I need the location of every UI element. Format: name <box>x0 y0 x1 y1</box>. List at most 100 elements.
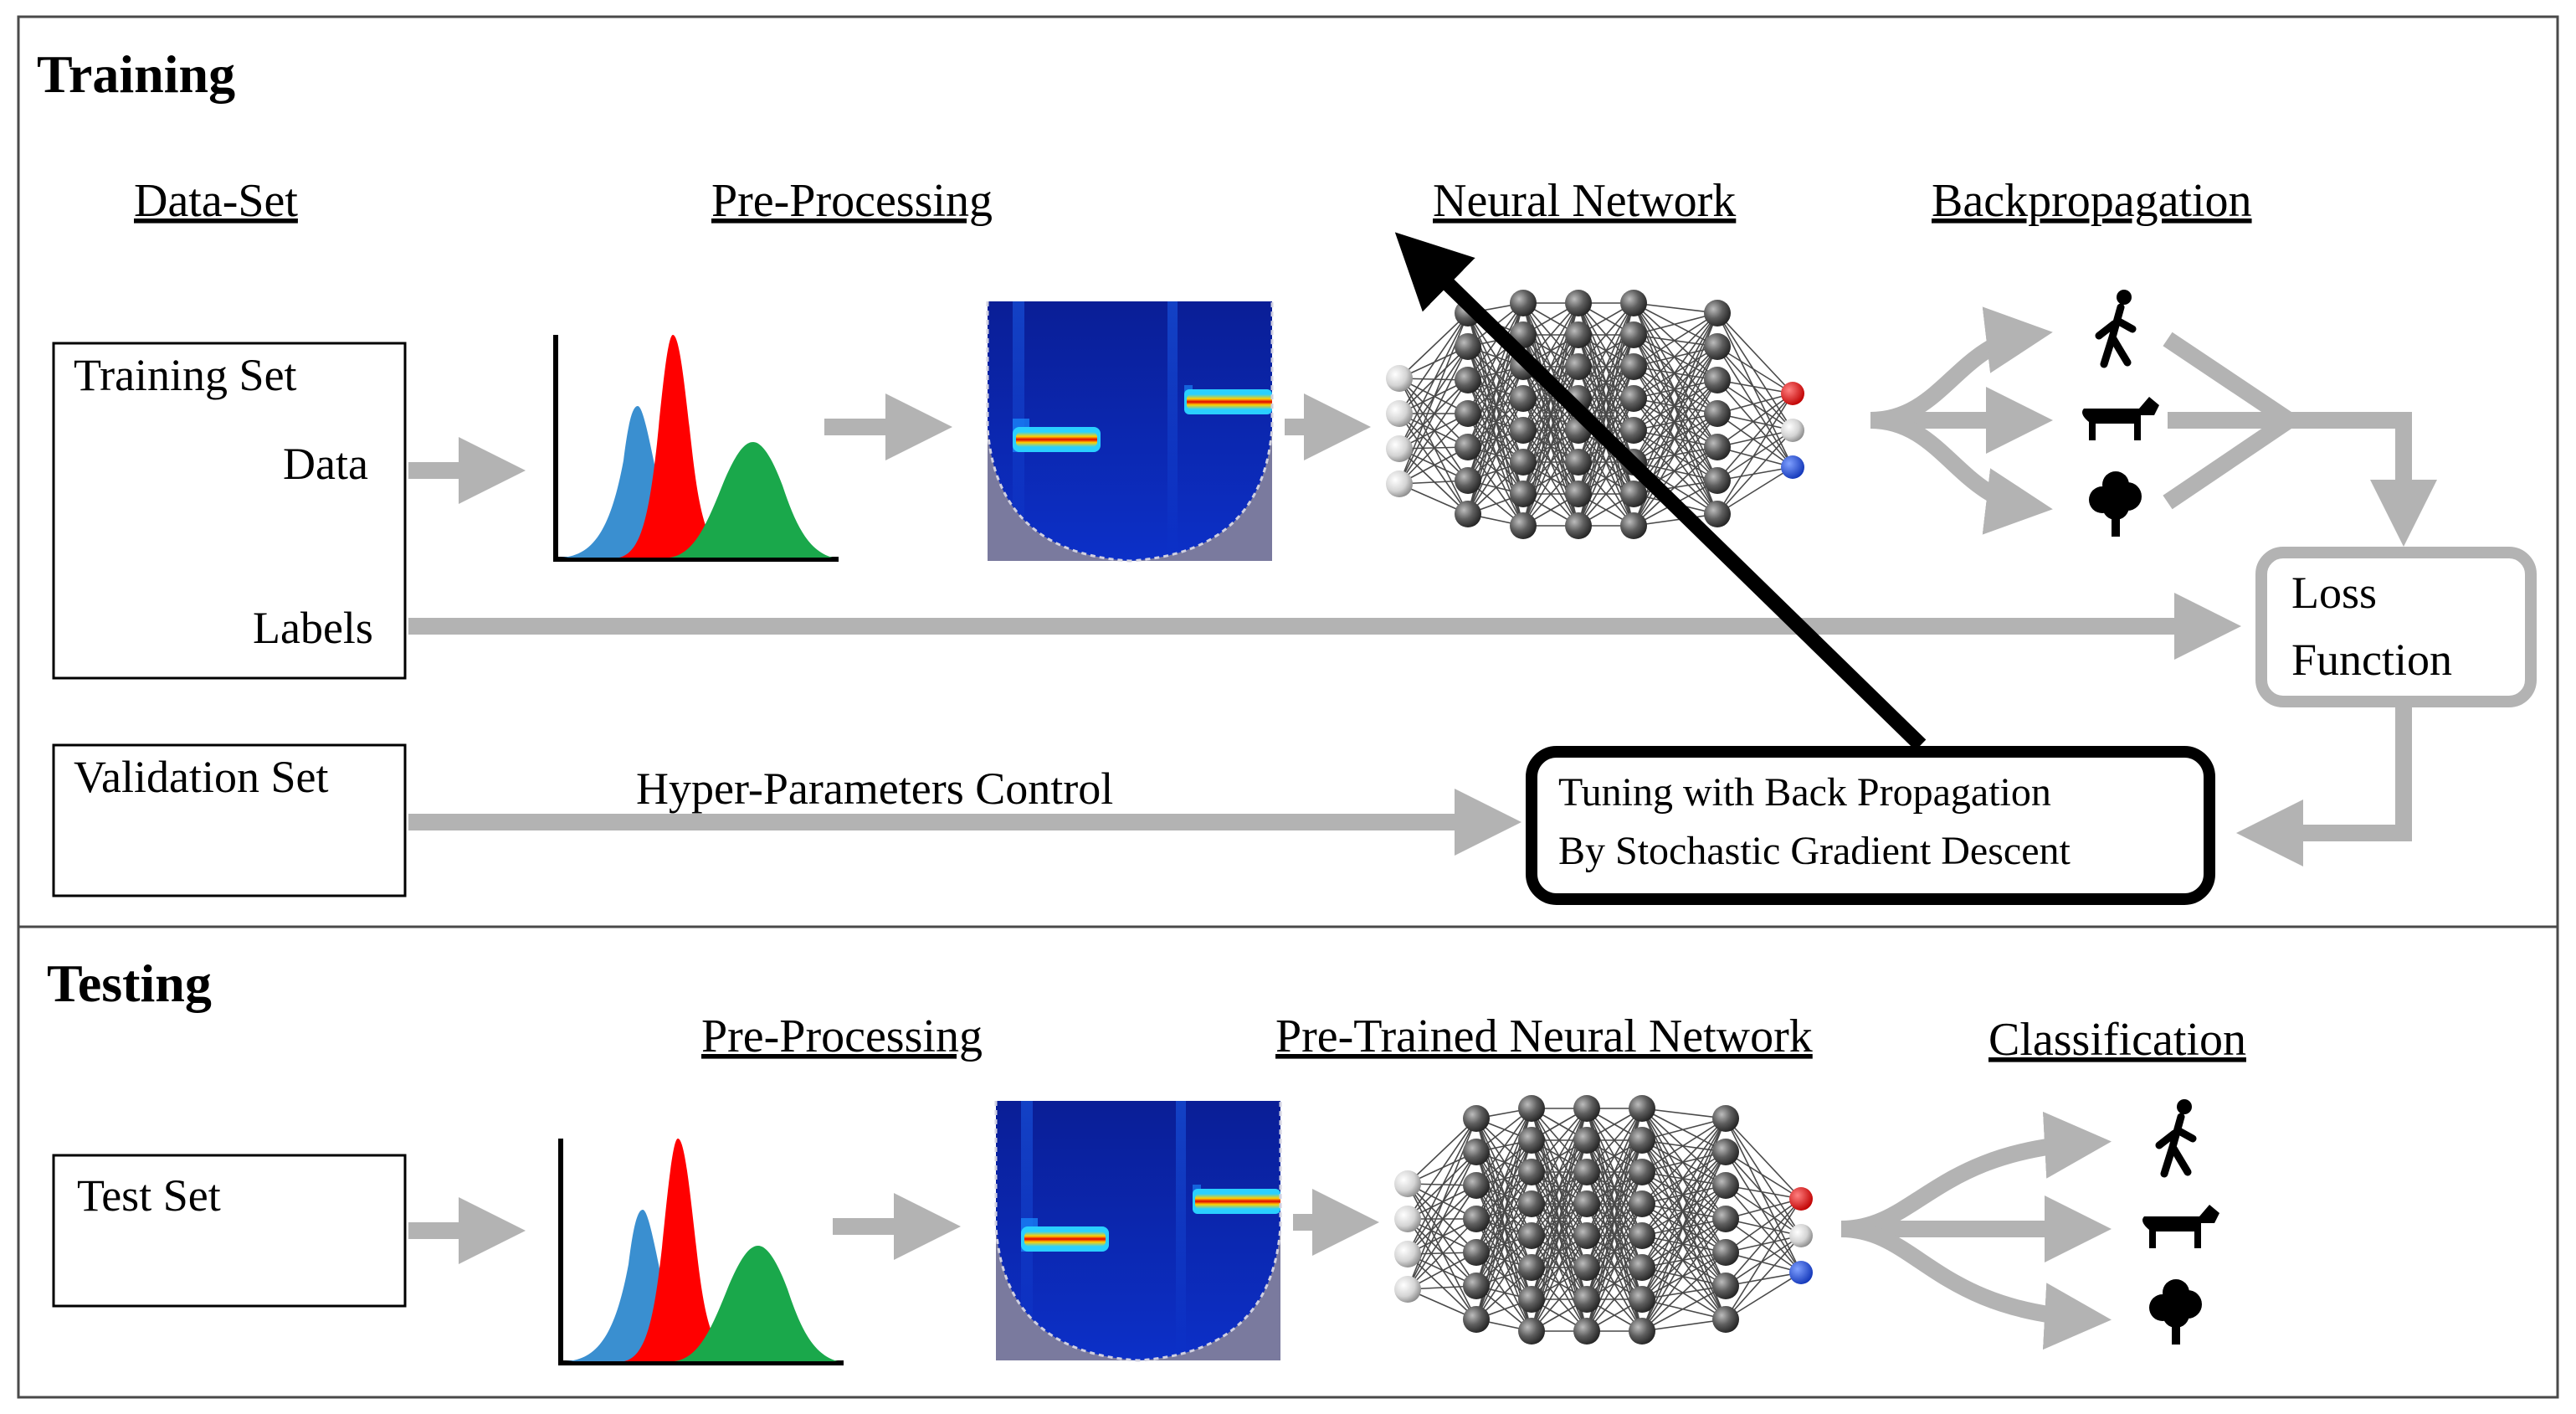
validation-set-box <box>52 743 407 897</box>
hidden-node <box>1629 1254 1655 1281</box>
walking-person-icon <box>2095 290 2137 368</box>
test-arrow-branch-tree <box>1840 1221 2112 1350</box>
test-set-box <box>52 1154 407 1308</box>
output-node <box>1789 1224 1813 1247</box>
hidden-node <box>1629 1222 1655 1249</box>
hidden-node <box>1573 1318 1600 1345</box>
hidden-node <box>1620 321 1647 348</box>
hidden-node <box>1704 400 1731 427</box>
hidden-node <box>1704 501 1731 527</box>
header-preprocessing: Pre-Processing <box>711 175 993 227</box>
hidden-node <box>1565 449 1592 476</box>
hidden-node <box>1620 353 1647 380</box>
hidden-node <box>1620 290 1647 316</box>
hidden-node <box>1704 434 1731 460</box>
hidden-node <box>1510 512 1537 539</box>
hidden-node <box>1463 1139 1490 1165</box>
tree-icon <box>2149 1279 2202 1345</box>
test-set-label: Test Set <box>77 1170 221 1221</box>
hidden-node <box>1712 1239 1739 1266</box>
hidden-node <box>1704 467 1731 494</box>
output-node <box>1781 419 1804 442</box>
hidden-node <box>1629 1190 1655 1217</box>
hidden-node <box>1518 1286 1545 1313</box>
tuning-line2: By Stochastic Gradient Descent <box>1558 829 2071 873</box>
hidden-node <box>1565 321 1592 348</box>
test-header-pretrained-network: Pre-Trained Neural Network <box>1275 1010 1813 1062</box>
hidden-node <box>1620 385 1647 412</box>
input-node <box>1386 470 1413 497</box>
test-arrow-branch-person <box>1840 1111 2112 1237</box>
hidden-node <box>1455 434 1481 460</box>
input-node <box>1386 435 1413 462</box>
hidden-node <box>1573 1254 1600 1281</box>
test-header-preprocessing: Pre-Processing <box>701 1010 983 1062</box>
hidden-node <box>1455 333 1481 360</box>
arrow-loss-to-tuning <box>2235 703 2412 866</box>
hidden-node <box>1463 1273 1490 1299</box>
hidden-node <box>1463 1239 1490 1266</box>
hidden-node <box>1629 1286 1655 1313</box>
hidden-node <box>1510 385 1537 412</box>
hidden-node <box>1629 1127 1655 1154</box>
black-feedback-arrow <box>1394 232 1927 751</box>
output-node <box>1789 1261 1813 1284</box>
hidden-node <box>1518 1159 1545 1185</box>
hidden-node <box>1620 512 1647 539</box>
data-label: Data <box>283 439 368 489</box>
hidden-node <box>1518 1127 1545 1154</box>
hidden-node <box>1620 417 1647 444</box>
tree-icon <box>2089 471 2142 537</box>
output-node <box>1781 382 1804 405</box>
header-neural-network: Neural Network <box>1433 175 1736 227</box>
hidden-node <box>1573 1286 1600 1313</box>
pretrained-neural-network <box>1394 1095 1813 1345</box>
hidden-node <box>1573 1222 1600 1249</box>
hidden-node <box>1518 1222 1545 1249</box>
arrow-to-loss <box>2289 412 2437 548</box>
arrow-branch-tree <box>1870 412 2053 535</box>
hidden-node <box>1573 1127 1600 1154</box>
hidden-node <box>1455 400 1481 427</box>
labels-label: Labels <box>253 603 373 653</box>
hidden-node <box>1704 300 1731 327</box>
hidden-node <box>1629 1095 1655 1122</box>
hidden-node <box>1712 1105 1739 1132</box>
validation-set-label: Validation Set <box>74 752 328 802</box>
hidden-node <box>1565 481 1592 507</box>
hidden-node <box>1518 1190 1545 1217</box>
testing-panel <box>17 925 2559 1399</box>
hidden-node <box>1565 290 1592 316</box>
tuning-box <box>1526 746 2215 905</box>
hidden-node <box>1704 367 1731 393</box>
hidden-node <box>1712 1172 1739 1199</box>
hidden-node <box>1712 1139 1739 1165</box>
hidden-node <box>1463 1172 1490 1199</box>
input-node <box>1386 400 1413 427</box>
hidden-node <box>1573 1159 1600 1185</box>
output-node <box>1781 455 1804 479</box>
training-set-label: Training Set <box>74 350 297 400</box>
spectrogram-image <box>986 300 1274 563</box>
input-node <box>1394 1170 1421 1197</box>
hidden-node <box>1712 1206 1739 1232</box>
hidden-node <box>1510 417 1537 444</box>
arrow-branch-person <box>1870 306 2053 429</box>
hidden-node <box>1704 333 1731 360</box>
input-node <box>1386 365 1413 392</box>
input-node <box>1394 1276 1421 1303</box>
hidden-node <box>1712 1306 1739 1333</box>
hidden-node <box>1463 1306 1490 1333</box>
hidden-node <box>1518 1095 1545 1122</box>
hidden-node <box>1510 449 1537 476</box>
hidden-node <box>1565 512 1592 539</box>
hidden-node <box>1573 1190 1600 1217</box>
tuning-line1: Tuning with Back Propagation <box>1558 770 2051 815</box>
arrows-merge <box>2163 332 2294 510</box>
header-backpropagation: Backpropagation <box>1932 175 2252 227</box>
hidden-node <box>1620 481 1647 507</box>
hyper-parameters-label: Hyper-Parameters Control <box>636 764 1113 814</box>
hidden-node <box>1463 1105 1490 1132</box>
hidden-node <box>1455 367 1481 393</box>
